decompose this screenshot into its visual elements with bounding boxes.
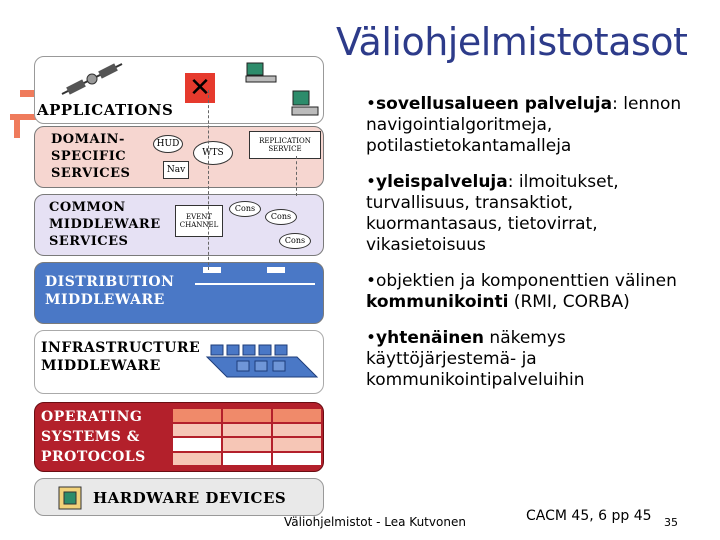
footer-source: CACM 45, 6 pp 45	[526, 508, 652, 524]
layer-common-middleware-services: COMMON MIDDLEWARE SERVICES EVENT CHANNEL…	[34, 194, 324, 256]
os-cell	[273, 409, 321, 422]
os-cell	[173, 438, 221, 451]
os-cell	[173, 409, 221, 422]
bullet-bold: sovellusalueen palveluja	[376, 94, 613, 114]
bullet-text: : ilmoitukset, turvallisuus, transaktiot…	[366, 172, 619, 255]
layer-operating-systems-protocols: OPERATING SYSTEMS & PROTOCOLS	[34, 402, 324, 472]
bullet-item: •yleispalveluja: ilmoitukset, turvallisu…	[366, 172, 619, 255]
middleware-layers-diagram: ✕ APPLICATIONS DOMAIN- SPECIFIC SERVICES…	[28, 50, 338, 520]
bullet-list: •sovellusalueen palveluja: lennon navigo…	[366, 94, 706, 406]
layer-label-os: OPERATING SYSTEMS & PROTOCOLS	[41, 409, 146, 465]
distribution-node	[203, 267, 221, 273]
chip-icon	[58, 486, 82, 510]
os-cell	[173, 423, 221, 436]
computer-icon	[291, 90, 319, 116]
layer-label-common: COMMON MIDDLEWARE SERVICES	[49, 200, 161, 249]
cons-box: Cons	[265, 209, 297, 225]
layer-label-distribution: DISTRIBUTION MIDDLEWARE	[45, 274, 175, 308]
decorative-bar	[10, 114, 40, 120]
layer-domain-specific-services: DOMAIN- SPECIFIC SERVICES HUD WTS Nav RE…	[34, 126, 324, 188]
distribution-node	[267, 267, 285, 273]
computer-icon	[245, 62, 277, 83]
os-cell	[273, 438, 321, 451]
connector-line	[296, 156, 297, 196]
bullet-bold: yleispalveluja	[376, 172, 508, 192]
os-cell	[223, 438, 271, 451]
cons-box: Cons	[279, 233, 311, 249]
bullet-text: : lennon navigointialgoritmeja, potilast…	[366, 94, 682, 156]
footer-author: Väliohjelmistot - Lea Kutvonen	[284, 515, 466, 529]
wts-box: WTS	[193, 141, 233, 165]
slide-title: Väliohjelmistotasot	[336, 20, 688, 64]
layer-hardware-devices: HARDWARE DEVICES	[34, 478, 324, 516]
os-cell	[273, 452, 321, 465]
os-cell	[223, 423, 271, 436]
bullet-item: •objektien ja komponenttien välinen komm…	[366, 271, 677, 312]
layer-applications: ✕ APPLICATIONS	[34, 56, 324, 124]
bullet-text: (RMI, CORBA)	[508, 292, 630, 312]
hud-box: HUD	[153, 135, 183, 153]
layer-label-hardware: HARDWARE DEVICES	[93, 489, 287, 507]
layer-label-domain: DOMAIN- SPECIFIC SERVICES	[51, 132, 131, 181]
replication-service-box: REPLICATION SERVICE	[249, 131, 321, 159]
cons-box: Cons	[229, 201, 261, 217]
bullet-text: objektien ja komponenttien välinen	[376, 271, 677, 291]
bullet-bold: kommunikointi	[366, 292, 509, 312]
os-cell	[273, 423, 321, 436]
nav-box: Nav	[163, 161, 189, 179]
bullet-text: näkemys käyttöjärjestemä- ja kommunikoin…	[366, 328, 585, 390]
distribution-bus	[195, 283, 315, 285]
layer-label-applications: APPLICATIONS	[37, 101, 174, 119]
os-cell	[173, 452, 221, 465]
os-cell	[223, 409, 271, 422]
layer-infrastructure-middleware: INFRASTRUCTURE MIDDLEWARE	[34, 330, 324, 394]
layer-distribution-middleware: DISTRIBUTION MIDDLEWARE	[34, 262, 324, 324]
page-number: 35	[664, 516, 678, 529]
red-x-icon: ✕	[185, 73, 215, 103]
bullet-item: •sovellusalueen palveluja: lennon navigo…	[366, 94, 682, 156]
satellite-icon	[61, 63, 123, 95]
os-cell	[223, 452, 271, 465]
connector-line	[208, 90, 209, 270]
layer-label-infrastructure: INFRASTRUCTURE MIDDLEWARE	[41, 340, 201, 374]
bullet-bold: yhtenäinen	[376, 328, 485, 348]
bullet-item: •yhtenäinen näkemys käyttöjärjestemä- ja…	[366, 328, 585, 390]
infrastructure-grid-graphic	[205, 344, 319, 378]
decorative-bar	[20, 90, 38, 97]
decorative-bar	[14, 114, 20, 138]
event-channel-box: EVENT CHANNEL	[175, 205, 223, 237]
os-grid	[173, 409, 321, 465]
